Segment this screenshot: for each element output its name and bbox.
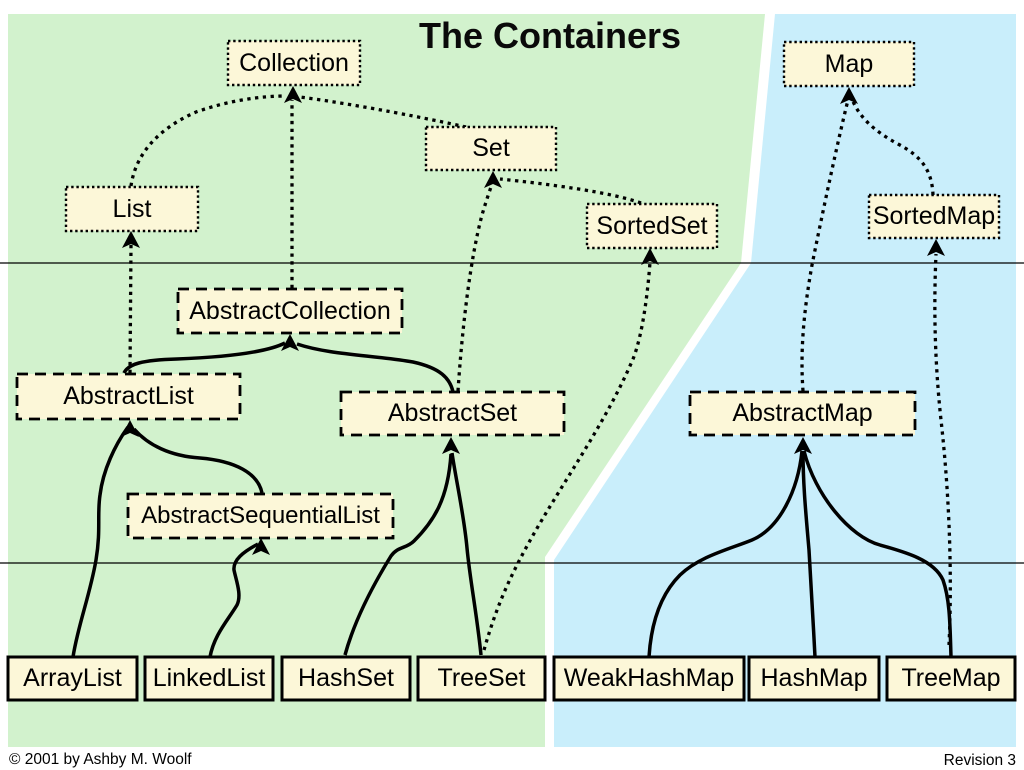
node-box-abstractlist [15, 372, 242, 421]
node-sortedset[interactable]: SortedSet [596, 211, 708, 240]
node-box-map [782, 40, 916, 88]
edge-abstractlist-list [128, 243, 133, 374]
edge-abstractlist-abstractcollection [122, 341, 286, 374]
node-box-abstractsequentiallist [126, 492, 395, 540]
edge-linkedlist-abstractsequentiallist [208, 542, 259, 658]
node-box-hashset [280, 655, 412, 702]
node-box-treeset [416, 655, 547, 702]
node-abstractlist[interactable]: AbstractList [63, 382, 194, 410]
node-box-sortedset [585, 202, 719, 250]
node-box-arraylist [6, 655, 139, 702]
node-box-linkedlist [143, 655, 275, 702]
node-box-abstractmap [688, 390, 917, 437]
edge-abstractset-set [456, 183, 494, 392]
node-collection[interactable]: Collection [239, 48, 349, 77]
revision-text: Revision 3 [943, 752, 1016, 769]
node-abstractcollection[interactable]: AbstractCollection [189, 296, 391, 325]
node-box-hashmap [747, 655, 881, 702]
edge-sortedmap-map [850, 98, 935, 196]
slide-title: The Containers [418, 15, 682, 56]
edge-treeset-abstractset [450, 452, 483, 656]
node-hashset[interactable]: HashSet [298, 664, 394, 692]
node-hashmap[interactable]: HashMap [760, 664, 868, 692]
edge-treemap-abstractmap [802, 450, 953, 658]
edge-weakhashmap-abstractmap [647, 450, 804, 658]
node-box-weakhashmap [552, 655, 746, 702]
node-box-collection [226, 39, 362, 87]
node-linkedlist[interactable]: LinkedList [152, 664, 266, 692]
node-abstractsequentiallist[interactable]: AbstractSequentialList [141, 502, 380, 529]
node-box-abstractset [339, 390, 566, 437]
node-set[interactable]: Set [472, 134, 510, 162]
node-sortedmap[interactable]: SortedMap [872, 202, 996, 230]
node-map[interactable]: Map [824, 49, 874, 78]
node-treeset[interactable]: TreeSet [437, 664, 526, 692]
edge-abstractmap-map [800, 99, 850, 392]
node-arraylist[interactable]: ArrayList [23, 664, 122, 692]
edge-abstractsequentiallist-abstractlist [132, 427, 264, 494]
edge-treeset-sortedset [482, 261, 652, 651]
node-box-set [424, 125, 558, 172]
node-boxes [6, 39, 1017, 702]
node-treemap[interactable]: TreeMap [901, 664, 1001, 692]
edge-hashset-abstractset [343, 453, 453, 656]
edge-list-collection [129, 94, 287, 187]
node-abstractset[interactable]: AbstractSet [387, 399, 518, 427]
node-box-list [64, 185, 200, 233]
node-box-abstractcollection [176, 287, 404, 335]
edge-abstractset-abstractcollection [296, 342, 455, 393]
node-box-treemap [885, 655, 1017, 702]
node-weakhashmap[interactable]: WeakHashMap [563, 664, 735, 692]
edge-hashmap-abstractmap [801, 450, 817, 658]
copyright-text: © 2001 by Ashby M. Woolf [9, 751, 192, 768]
node-box-sortedmap [867, 193, 1001, 240]
node-list[interactable]: List [112, 194, 152, 223]
edge-sortedset-set [499, 177, 642, 205]
edge-arraylist-abstractlist [71, 425, 130, 658]
node-abstractmap[interactable]: AbstractMap [732, 399, 873, 427]
arrowheads [121, 86, 945, 555]
